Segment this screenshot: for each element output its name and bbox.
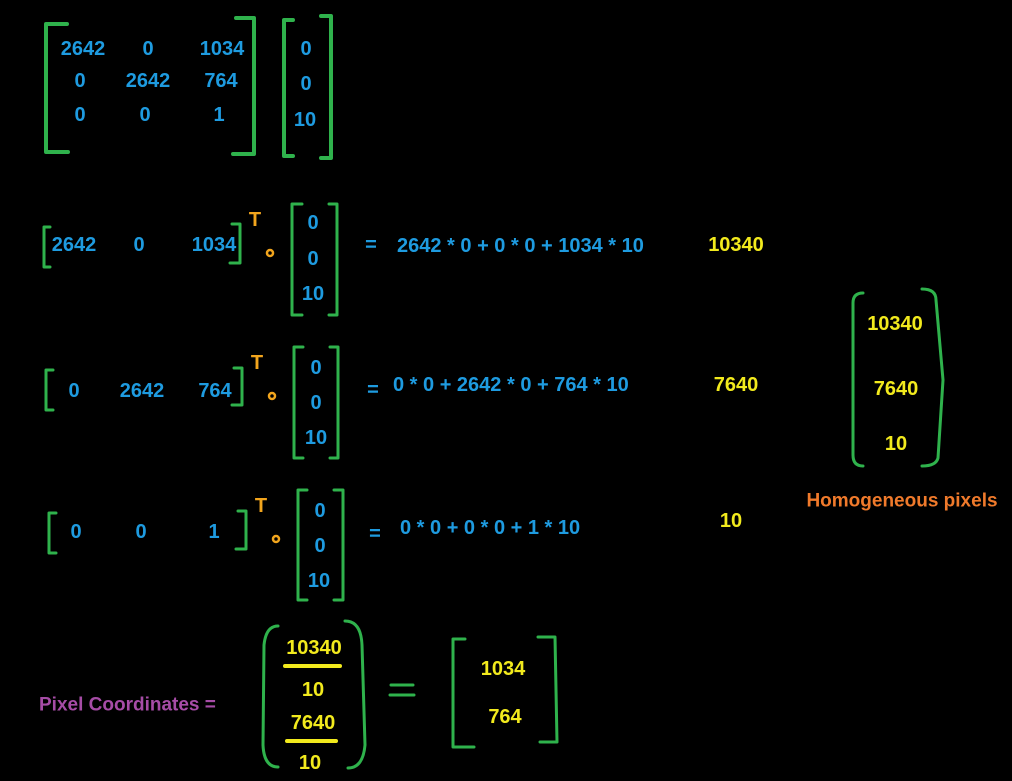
row1-entry-3: 1034	[191, 234, 237, 256]
matrix-k-r1c3: 1034	[199, 38, 245, 60]
row3-transpose-mark: T	[254, 495, 268, 517]
row3-entry-2: 0	[135, 521, 147, 543]
pixel-coordinates-label: Pixel Coordinates =	[39, 694, 216, 716]
matrix-k-r2c1: 0	[74, 70, 86, 92]
row2-vector-entry-3: 10	[304, 427, 328, 449]
row1-vector-entry-3: 10	[301, 283, 325, 305]
row3-expression: 0 * 0 + 0 * 0 + 1 * 10	[400, 517, 581, 539]
homogeneous-entry-1: 10340	[867, 313, 923, 335]
fraction-1-denominator: 10	[301, 679, 325, 701]
row1-vector-entry-2: 0	[307, 248, 319, 270]
row1-vector-left-bracket	[290, 202, 304, 317]
vector-left-bracket	[282, 18, 295, 158]
vector-entry-1: 0	[300, 38, 312, 60]
row2-left-bracket	[44, 368, 55, 412]
row2-entry-3: 764	[198, 380, 232, 402]
result-left-bracket	[451, 637, 476, 749]
row3-vector-entry-1: 0	[314, 500, 326, 522]
homogeneous-label: Homogeneous pixels	[806, 490, 998, 512]
row2-right-bracket	[230, 366, 244, 407]
row2-vector-entry-2: 0	[310, 392, 322, 414]
matrix-k-right-bracket	[231, 16, 256, 156]
row1-vector-right-bracket	[327, 202, 339, 317]
matrix-k-r3c1: 0	[74, 104, 86, 126]
row2-expression: 0 * 0 + 2642 * 0 + 764 * 10	[393, 374, 629, 396]
vector-entry-3: 10	[293, 109, 317, 131]
row3-vector-entry-3: 10	[307, 570, 331, 592]
matrix-k-r3c2: 0	[139, 104, 151, 126]
row2-vector-entry-1: 0	[310, 357, 322, 379]
row1-entry-2: 0	[133, 234, 145, 256]
row1-transpose-mark: T	[248, 209, 262, 231]
homogeneous-left-bracket	[851, 291, 865, 468]
row3-entry-3: 1	[208, 521, 220, 543]
result-x: 1034	[480, 658, 526, 680]
vector-entry-2: 0	[300, 73, 312, 95]
vector-right-bracket	[319, 14, 333, 160]
row3-dot-icon	[271, 534, 281, 544]
fraction-right-bracket	[343, 619, 367, 770]
homogeneous-entry-3: 10	[884, 433, 908, 455]
row3-result: 10	[719, 510, 743, 532]
fraction-1-numerator: 10340	[286, 637, 342, 659]
row2-dot-icon	[267, 391, 277, 401]
row1-result: 10340	[708, 234, 764, 256]
matrix-k-r2c3: 764	[204, 70, 238, 92]
homogeneous-entry-2: 7640	[873, 378, 919, 400]
row1-dot-icon	[265, 248, 275, 258]
row2-result: 7640	[713, 374, 759, 396]
row3-equals: =	[369, 523, 381, 545]
row1-vector-entry-1: 0	[307, 212, 319, 234]
row1-equals: =	[365, 234, 377, 256]
matrix-k-r2c2: 2642	[125, 70, 171, 92]
row2-vector-right-bracket	[328, 345, 340, 460]
fraction-2-numerator: 7640	[290, 712, 336, 734]
matrix-k-left-bracket	[44, 22, 70, 154]
row3-vector-entry-2: 0	[314, 535, 326, 557]
fraction-2-denominator: 10	[298, 752, 322, 774]
row1-expression: 2642 * 0 + 0 * 0 + 1034 * 10	[397, 235, 644, 257]
row3-vector-left-bracket	[296, 488, 309, 602]
result-y: 764	[488, 706, 522, 728]
row1-left-bracket	[42, 225, 52, 269]
row2-vector-left-bracket	[292, 345, 305, 460]
row3-right-bracket	[234, 509, 248, 551]
row3-vector-right-bracket	[332, 488, 345, 602]
result-right-bracket	[536, 635, 559, 744]
row2-equals: =	[367, 379, 379, 401]
row3-entry-1: 0	[70, 521, 82, 543]
matrix-k-r1c1: 2642	[60, 38, 106, 60]
row1-entry-1: 2642	[51, 234, 97, 256]
row2-entry-1: 0	[68, 380, 80, 402]
fraction-left-bracket	[261, 624, 280, 769]
row1-right-bracket	[228, 222, 242, 265]
matrix-k-r1c2: 0	[142, 38, 154, 60]
row3-left-bracket	[47, 511, 58, 555]
row2-entry-2: 2642	[119, 380, 165, 402]
row2-transpose-mark: T	[250, 352, 264, 374]
homogeneous-right-bracket	[920, 287, 945, 468]
matrix-k-r3c3: 1	[213, 104, 225, 126]
